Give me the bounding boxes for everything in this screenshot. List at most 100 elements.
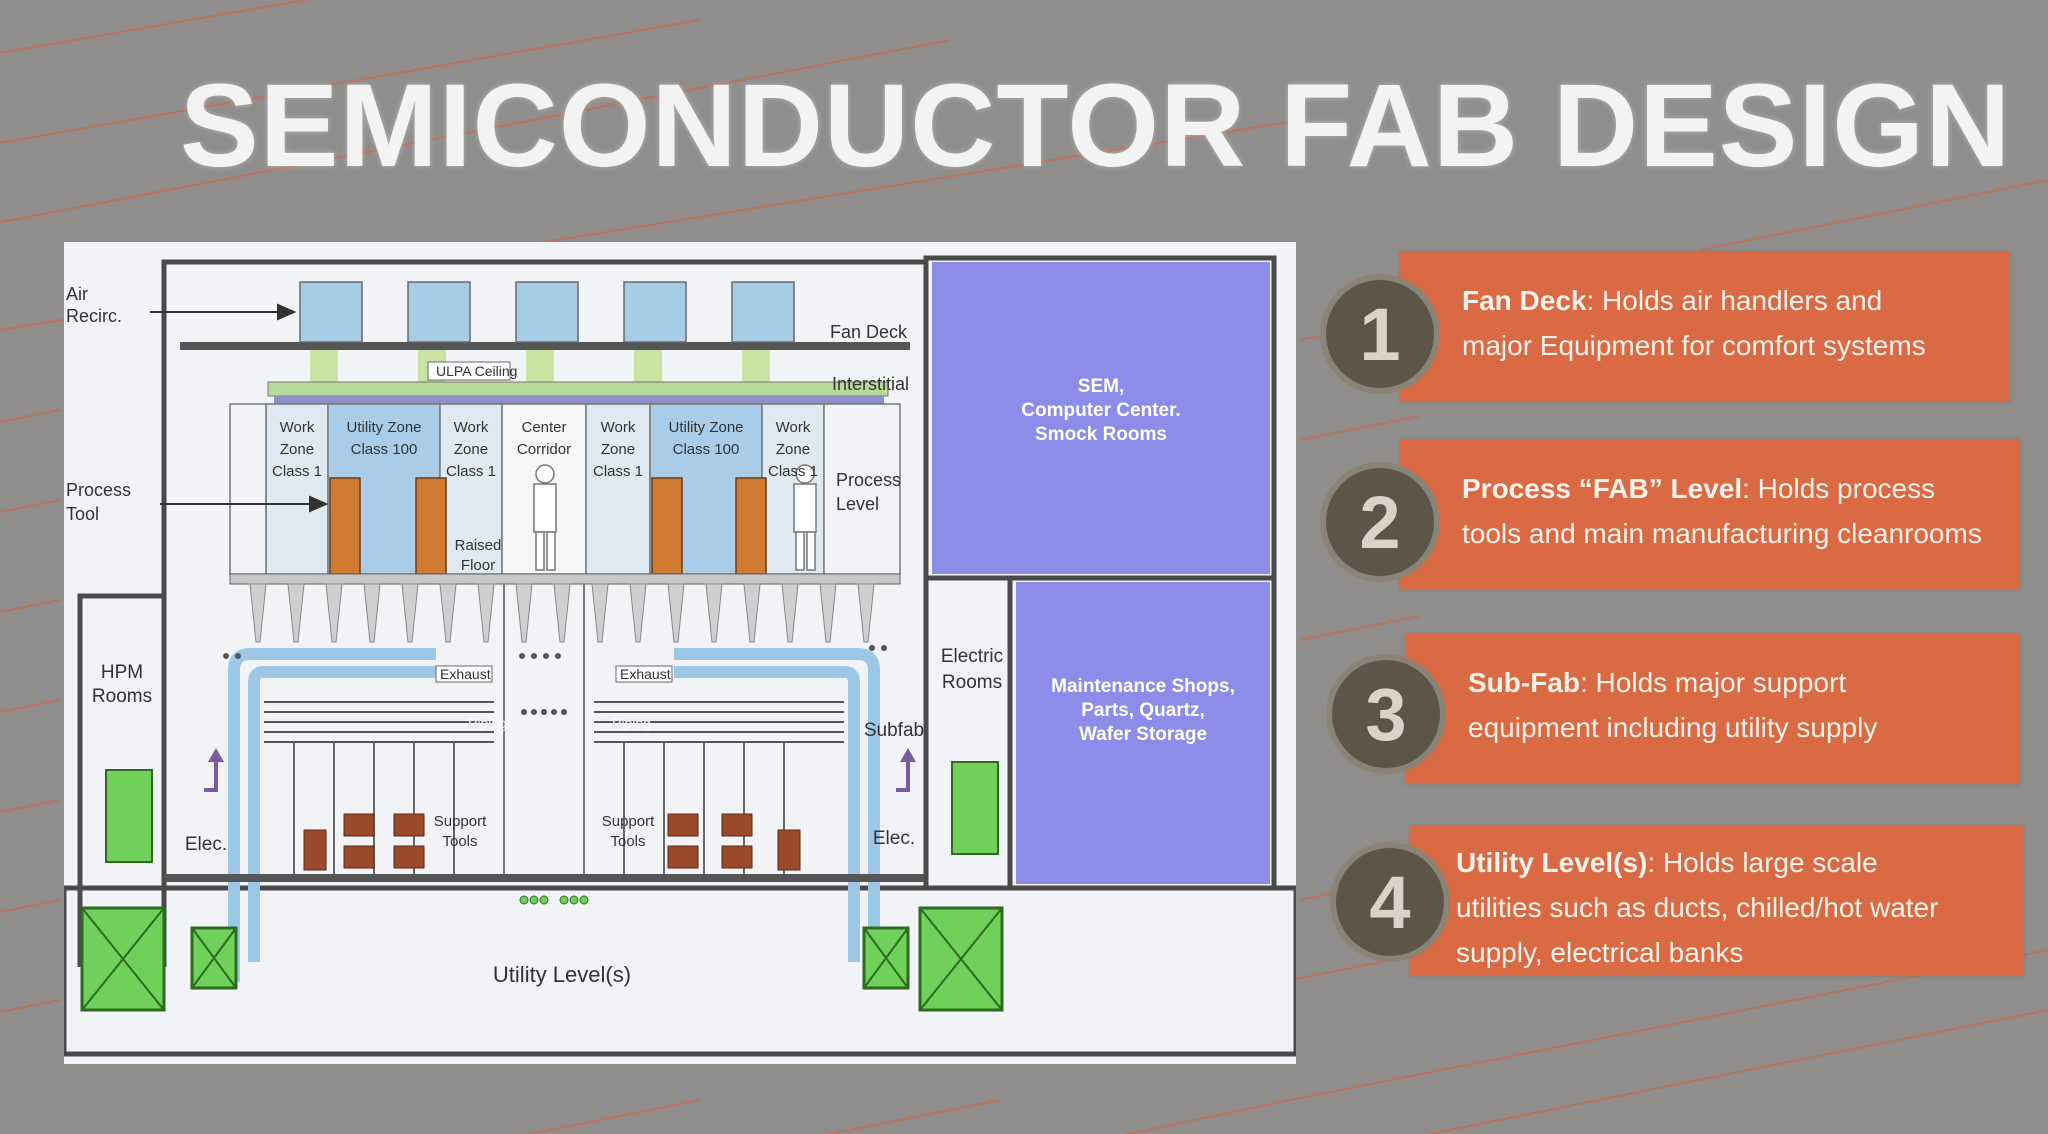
label-elec-left: Elec. (185, 834, 227, 855)
label-work-zone-3a: Work (601, 419, 636, 436)
subfab-floor (164, 874, 924, 882)
label-elec-right: Elec. (873, 828, 915, 849)
label-exhaust-2: Exhaust (620, 666, 671, 682)
callout-3-line2: equipment including utility supply (1468, 712, 1878, 743)
label-electric-rooms-2: Rooms (942, 672, 1002, 693)
callout-4-line2: utilities such as ducts, chilled/hot wat… (1456, 892, 1939, 923)
label-support-tools-1a: Support (434, 813, 487, 830)
label-fan-deck: Fan Deck (830, 322, 908, 342)
label-process-level-2: Level (836, 494, 879, 514)
interstitial-band (274, 396, 884, 404)
label-process-tool-1: Process (66, 480, 131, 500)
label-utility-zone-2b: Class 100 (673, 441, 740, 458)
label-air-recirc-2: Recirc. (66, 306, 122, 326)
callout-1-box: Fan Deck: Holds air handlers and major E… (1400, 252, 2010, 402)
support-tool-pumps (303, 813, 801, 871)
callout-2-term: Process “FAB” Level (1462, 473, 1743, 504)
label-center-corridor-a: Center (521, 419, 566, 436)
label-floor: Floor (461, 557, 495, 574)
detail-dots (223, 645, 887, 715)
callout-2-line2: tools and main manufacturing cleanrooms (1462, 518, 1982, 549)
callout-4-line1: : Holds large scale (1647, 847, 1878, 878)
label-raised: Raised (455, 537, 502, 554)
piping-lines (264, 701, 844, 743)
label-utility-zone-2a: Utility Zone (668, 419, 743, 436)
label-work-zone-1a: Work (280, 419, 315, 436)
label-electric-rooms-1: Electric (941, 646, 1003, 667)
callout-3-box: Sub-Fab: Holds major support equipment i… (1406, 634, 2020, 784)
floor-funnels (249, 583, 875, 643)
label-support-tools-2a: Support (602, 813, 655, 830)
callout-2-badge: 2 (1320, 462, 1440, 582)
callout-4-badge: 4 (1330, 842, 1450, 962)
label-sem-1: SEM, (1078, 376, 1124, 397)
label-subfab: Subfab (864, 720, 924, 741)
up-arrow-heads (208, 748, 916, 762)
label-work-zone-4b: Zone (776, 441, 810, 458)
label-interstitial: Interstitial (832, 374, 909, 394)
label-support-tools-2b: Tools (610, 833, 645, 850)
label-air-recirc-1: Air (66, 284, 88, 304)
label-utility-zone-1a: Utility Zone (346, 419, 421, 436)
ulpa-ceiling (267, 381, 889, 397)
callout-4-box: Utility Level(s): Holds large scale util… (1410, 826, 2024, 976)
building-outline (61, 255, 1299, 1057)
label-maint-1: Maintenance Shops, (1051, 676, 1235, 697)
fan-deck-beam (180, 342, 910, 350)
label-work-zone-2a: Work (454, 419, 489, 436)
label-work-zone-3b: Zone (601, 441, 635, 458)
label-sem-3: Smock Rooms (1035, 424, 1167, 445)
slide-title: SEMICONDUCTOR FAB DESIGN (180, 60, 2012, 192)
callout-1-line2: major Equipment for comfort systems (1462, 330, 1926, 361)
label-ulpa-ceiling: ULPA Ceiling (436, 363, 517, 379)
callout-1-line1: : Holds air handlers and (1586, 285, 1883, 316)
label-process-tool-2: Tool (66, 504, 99, 524)
callout-2-box: Process “FAB” Level: Holds process tools… (1400, 440, 2020, 590)
callout-3-term: Sub-Fab (1468, 667, 1580, 698)
electric-room-equipment (951, 761, 999, 855)
callout-4-line3: supply, electrical banks (1456, 937, 1744, 968)
label-hpm-1: HPM (101, 662, 143, 683)
callout-3-badge: 3 (1326, 654, 1446, 774)
cleanroom-workers (533, 464, 817, 571)
callout-4-term: Utility Level(s) (1456, 847, 1648, 878)
pointer-arrows (150, 303, 329, 513)
label-maint-2: Parts, Quartz, (1081, 700, 1205, 721)
label-maint-3: Wafer Storage (1079, 724, 1207, 745)
label-work-zone-2c: Class 1 (446, 463, 496, 480)
label-piping-2: Piping (612, 715, 651, 731)
callout-2-line1: : Holds process (1742, 473, 1936, 504)
process-tools (329, 477, 767, 575)
label-work-zone-2b: Zone (454, 441, 488, 458)
label-work-zone-1b: Zone (280, 441, 314, 458)
fab-cross-section-diagram: Air Recirc. Fan Deck ULPA Ceiling Inters… (61, 242, 1299, 1064)
sem-computer-smock-rooms (932, 262, 1270, 574)
raised-floor (229, 573, 901, 585)
exhaust-ducts (228, 648, 880, 982)
label-utility-zone-1b: Class 100 (351, 441, 418, 458)
exhaust-label-box-1 (435, 665, 493, 683)
label-sem-2: Computer Center. (1021, 400, 1180, 421)
label-piping-1: Piping (468, 715, 507, 731)
label-hpm-2: Rooms (92, 686, 152, 707)
callout-3-line1: : Holds major support (1580, 667, 1847, 698)
up-arrows (204, 758, 910, 792)
hpm-equipment (105, 769, 153, 863)
utility-crate-braces (81, 907, 1003, 1011)
air-handler-units (299, 281, 795, 394)
callout-1-term: Fan Deck (1462, 285, 1587, 316)
green-dots (519, 895, 589, 905)
label-utility-levels: Utility Level(s) (493, 962, 631, 987)
label-process-level-1: Process (836, 470, 901, 490)
label-support-tools-1b: Tools (442, 833, 477, 850)
label-work-zone-3c: Class 1 (593, 463, 643, 480)
maintenance-shops-room (1016, 582, 1270, 884)
label-exhaust-1: Exhaust (440, 666, 491, 682)
label-work-zone-4a: Work (776, 419, 811, 436)
callout-1-badge: 1 (1320, 274, 1440, 394)
label-center-corridor-b: Corridor (517, 441, 571, 458)
exhaust-label-box-2 (615, 665, 673, 683)
ulpa-ceiling-label-box (427, 361, 511, 381)
subfab-columns (503, 584, 585, 882)
label-work-zone-4c: Class 1 (768, 463, 818, 480)
